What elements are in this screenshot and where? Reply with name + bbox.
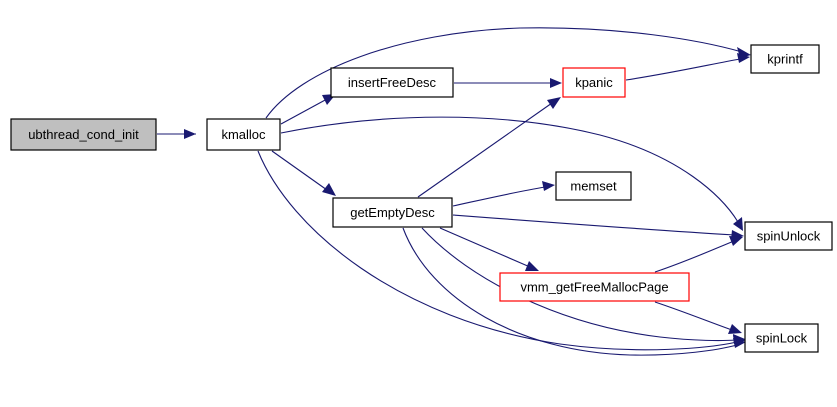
edge-ubthread_cond_init-to-kmalloc [157,129,196,139]
node-label: kmalloc [221,127,266,142]
arrowhead-icon [322,183,336,196]
edge-line [452,186,546,207]
edge-line [257,150,738,351]
graph-node-kprintf[interactable]: kprintf [750,44,820,74]
edge-line [271,150,328,191]
edges-layer [157,27,751,356]
arrowhead-icon [542,181,555,191]
node-label: spinUnlock [757,228,821,243]
edge-getEmptyDesc-to-spinLock2 [402,227,746,356]
edge-line [265,27,743,119]
edge-line [280,98,328,125]
edge-line [421,227,737,342]
graph-node-kmalloc[interactable]: kmalloc [206,118,281,151]
graph-node-insertFreeDesc[interactable]: insertFreeDesc [330,67,454,98]
edge-line [654,301,733,331]
edge-getEmptyDesc-to-memset [452,181,555,207]
edge-line [654,240,735,273]
edge-line [625,58,741,81]
edge-line [402,227,738,356]
arrowhead-icon [733,217,743,231]
edge-kmalloc-to-insertFreeDesc [280,94,336,125]
edge-kmalloc-to-spinUnlock [280,116,743,231]
node-label: memset [570,178,617,193]
graph-node-spinUnlock[interactable]: spinUnlock [744,221,833,251]
graph-node-kpanic[interactable]: kpanic [562,67,626,98]
graph-node-memset[interactable]: memset [555,171,632,201]
arrowhead-icon [728,324,742,334]
node-box[interactable] [555,171,632,201]
edge-vmm_getFreeMallocPage-to-spinLock [654,301,742,334]
graph-node-getEmptyDesc[interactable]: getEmptyDesc [332,197,453,228]
edge-kpanic-to-kprintf [625,53,750,81]
edge-line [417,102,553,198]
edge-line [439,227,531,268]
graph-node-ubthread_cond_init[interactable]: ubthread_cond_init [10,118,157,151]
node-label: kprintf [767,51,803,66]
edge-getEmptyDesc-to-spinUnlock [452,214,744,240]
edge-kmalloc-to-getEmptyDesc [271,150,336,196]
node-box[interactable] [499,272,690,302]
nodes-layer: ubthread_cond_init kmalloc insertFreeDesc k… [10,44,833,353]
edge-line [280,116,739,223]
node-box[interactable] [750,44,820,74]
node-label: insertFreeDesc [348,75,437,90]
edge-kmalloc-to-spinLock [257,150,746,351]
arrowhead-icon [729,236,743,246]
node-box[interactable] [330,67,454,98]
node-label: vmm_getFreeMallocPage [520,279,668,294]
arrowhead-icon [525,261,539,271]
edge-getEmptyDesc-to-kpanic [417,97,561,198]
arrowhead-icon [733,338,746,348]
node-box[interactable] [744,221,833,251]
node-box[interactable] [332,197,453,228]
arrowhead-icon [184,129,196,139]
edge-insertFreeDesc-to-kpanic [454,78,562,88]
edge-vmm_getFreeMallocPage-to-spinUnlock [654,236,743,273]
graph-node-spinLock[interactable]: spinLock [744,323,819,353]
node-label: kpanic [575,75,613,90]
arrowhead-icon [737,53,750,63]
edge-getEmptyDesc-to-vmm_getFreeMallocPage [439,227,539,271]
arrowhead-icon [547,97,561,109]
node-box[interactable] [10,118,157,151]
arrowhead-icon [550,78,562,88]
graph-node-vmm_getFreeMallocPage[interactable]: vmm_getFreeMallocPage [499,272,690,302]
node-label: getEmptyDesc [350,205,435,220]
node-label: spinLock [756,330,808,345]
edge-line [452,214,736,236]
node-box[interactable] [744,323,819,353]
node-box[interactable] [206,118,281,151]
node-label: ubthread_cond_init [28,127,139,142]
node-box[interactable] [562,67,626,98]
